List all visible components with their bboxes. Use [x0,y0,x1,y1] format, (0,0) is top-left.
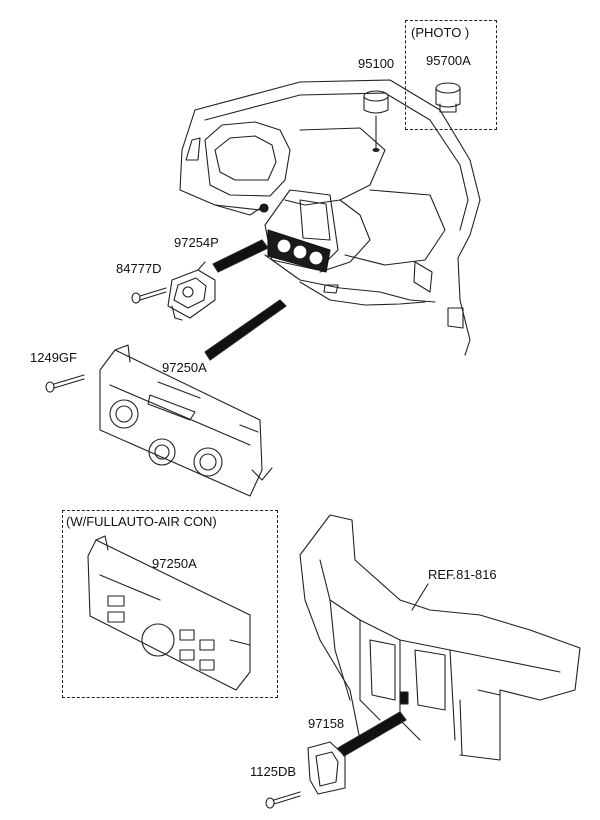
control-panel-97250A [99,344,273,497]
photo-sensor-95700A [435,82,461,113]
part-label-97158: 97158 [308,716,345,731]
frame-ref-81-816 [299,514,581,761]
leader-ref [411,583,429,611]
part-label-95100: 95100 [358,56,395,71]
switch-97254P [167,261,216,321]
part-label-95700A: 95700A [426,53,471,68]
part-label-97254P: 97254P [174,235,219,250]
leader-97254P [212,239,269,273]
dashboard-illustration [179,79,481,356]
ref-label: REF.81-816 [428,567,497,582]
screw-1249GF [45,374,85,393]
photo-box-title: (PHOTO ) [411,25,470,40]
bracket-97158 [307,741,346,795]
part-label-97250A: 97250A [162,360,207,375]
leader-97250A [204,299,287,361]
fullauto-panel [87,535,251,691]
screw-84777D [131,287,167,304]
sensor-95100 [363,90,389,153]
leader-97158 [337,711,407,757]
fullauto-box-title: (W/FULLAUTO-AIR CON) [66,514,217,529]
part-label-fullauto-97250A: 97250A [152,556,197,571]
photo-box [405,20,497,130]
screw-1125DB [265,791,301,809]
fullauto-box [62,510,278,698]
part-label-1249GF: 1249GF [30,350,77,365]
part-label-84777D: 84777D [116,261,162,276]
part-label-1125DB: 1125DB [250,764,297,779]
